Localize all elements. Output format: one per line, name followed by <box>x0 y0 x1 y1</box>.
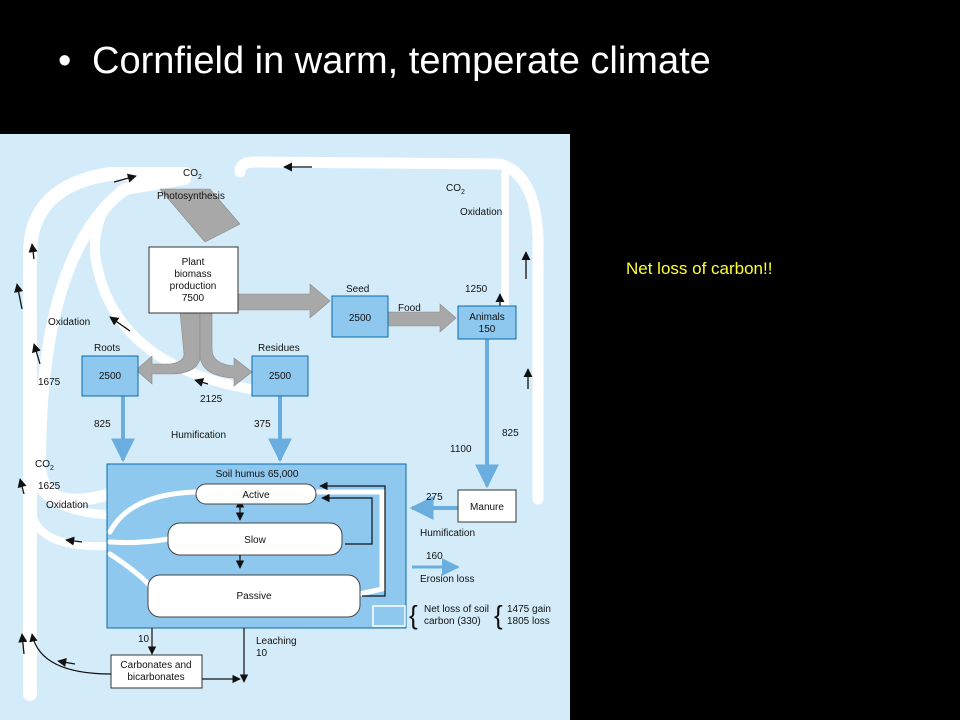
brace-left: { <box>409 600 418 630</box>
value-375: 375 <box>254 419 271 430</box>
passive-pool <box>147 574 361 618</box>
value-10-left: 10 <box>138 634 150 645</box>
animals-label: Animals <box>469 312 505 323</box>
diagram-panel <box>0 134 570 720</box>
food-label: Food <box>398 303 421 314</box>
co2-left-main: CO <box>35 459 50 470</box>
plant-biomass-box <box>148 246 239 314</box>
carbon-cycle-diagram: Plant biomass production 7500 Seed 2500 … <box>0 134 570 720</box>
photosynthesis-label: Photosynthesis <box>157 191 225 202</box>
title-text: Cornfield in warm, temperate climate <box>92 40 711 82</box>
value-1100: 1100 <box>450 444 472 455</box>
value-825-left: 825 <box>94 419 111 430</box>
active-pool <box>195 483 317 505</box>
value-275: 275 <box>426 492 443 503</box>
net-loss-line-2: carbon (330) <box>424 616 481 627</box>
seed-value: 2500 <box>349 313 372 324</box>
humification-right: Humification <box>420 528 475 539</box>
flow-arrows <box>14 162 533 667</box>
slow-pool <box>167 522 343 556</box>
transfer-arrows <box>111 339 499 520</box>
plant-value: 7500 <box>182 293 205 304</box>
residues-value: 2500 <box>269 371 292 382</box>
plant-label-3: production <box>170 281 217 292</box>
carbonates-line-1: Carbonates and <box>120 660 191 671</box>
oxidation-right: Oxidation <box>460 207 502 218</box>
soil-humus-label: Soil humus 65,000 <box>216 469 299 480</box>
loss-label: 1805 loss <box>507 616 550 627</box>
humification-mid: Humification <box>171 430 226 441</box>
co2-left-sub: 2 <box>50 465 54 472</box>
co2-top-sub: 2 <box>198 174 202 181</box>
value-1625: 1625 <box>38 481 61 492</box>
value-10-leach: 10 <box>256 648 268 659</box>
oxidation-lower: Oxidation <box>46 500 88 511</box>
erosion-loss-label: Erosion loss <box>420 574 474 585</box>
animals-value: 150 <box>479 324 496 335</box>
humus-internal-flows <box>107 489 385 597</box>
roots-value: 2500 <box>99 371 122 382</box>
gain-label: 1475 gain <box>507 604 551 615</box>
seed-label: Seed <box>346 284 369 295</box>
brace-right: { <box>494 600 503 630</box>
manure-label: Manure <box>470 502 504 513</box>
co2-right-main: CO <box>446 183 461 194</box>
co2-right-sub: 2 <box>461 189 465 196</box>
value-825-right: 825 <box>502 428 519 439</box>
passive-label: Passive <box>236 591 271 602</box>
net-loss-note: Net loss of carbon!! <box>626 259 773 278</box>
co2-top-main: CO <box>183 168 198 179</box>
slide-title: • Cornfield in warm, temperate climate <box>58 38 711 84</box>
legend-swatch <box>372 605 406 627</box>
biomass-flows <box>135 188 457 387</box>
leaching-label: Leaching <box>256 636 297 647</box>
roots-label: Roots <box>94 343 120 354</box>
plant-label-1: Plant <box>182 257 205 268</box>
co2-right: CO2 <box>446 183 465 196</box>
value-1675: 1675 <box>38 377 61 388</box>
active-label: Active <box>242 490 270 501</box>
carbonate-return <box>29 633 112 675</box>
roots-box <box>81 355 139 397</box>
carbonates-box <box>110 654 203 689</box>
co2-left: CO2 <box>35 459 54 472</box>
plant-label-2: biomass <box>174 269 211 280</box>
manure-box <box>457 489 517 523</box>
slow-label: Slow <box>244 535 266 546</box>
animals-box <box>457 305 517 340</box>
seed-box <box>331 295 389 338</box>
co2-top: CO2 <box>183 168 202 181</box>
value-2125: 2125 <box>200 394 223 405</box>
carbonates-line-2: bicarbonates <box>127 672 184 683</box>
value-1250: 1250 <box>465 284 488 295</box>
net-loss-line-1: Net loss of soil <box>424 604 489 615</box>
bullet-glyph: • <box>58 40 72 82</box>
residues-box <box>251 355 309 397</box>
oxidation-left: Oxidation <box>48 317 90 328</box>
value-160: 160 <box>426 551 443 562</box>
residues-label: Residues <box>258 343 300 354</box>
